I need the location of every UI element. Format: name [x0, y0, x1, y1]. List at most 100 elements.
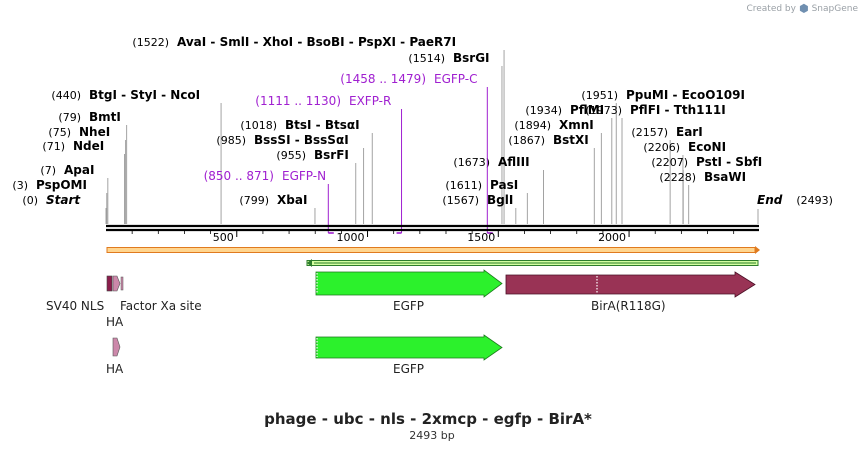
- site-btsi-bts-i[interactable]: (1018)BtsI - BtsαI: [240, 118, 359, 132]
- site-avai-smli-xhoi-bsobi-pspxi-paer7i[interactable]: (1522)AvaI - SmlI - XhoI - BsoBI - PspXI…: [132, 35, 456, 49]
- site-nhei[interactable]: (75) NheI: [48, 125, 110, 139]
- site-position-econi: (2206): [643, 141, 680, 154]
- site-position-avai-smli-xhoi-bsobi-pspxi-paer7i: (1522): [132, 36, 169, 49]
- site-position-nhei: (75): [48, 126, 71, 139]
- site-bsawi[interactable]: (2228) BsaWI: [659, 170, 746, 184]
- primer-egfp-n[interactable]: (850 .. 871)EGFP-N: [204, 169, 334, 234]
- primer-layer: (850 .. 871)EGFP-N(1111 .. 1130)EXFP-R(1…: [204, 72, 493, 234]
- primer-range-egfp-c: (1458 .. 1479): [340, 72, 426, 86]
- site-name-start: Start: [46, 193, 81, 207]
- feature-label-ha-track2: HA: [106, 362, 124, 376]
- site-bmti[interactable]: (79)BmtI: [58, 110, 120, 124]
- feature-factor-xa-site[interactable]: [120, 276, 124, 291]
- site-position-start: (0): [22, 194, 38, 207]
- site-eari[interactable]: (2157) EarI: [631, 125, 702, 139]
- site-bsrgi[interactable]: (1514)BsrGI: [408, 51, 489, 65]
- ruler-tick-label: 500: [213, 231, 234, 244]
- site-name-bsssi-bsss-i: BssSI - BssSαI: [254, 133, 349, 147]
- site-name-ndei: NdeI: [73, 139, 104, 153]
- orf-forward[interactable]: [106, 246, 760, 254]
- primer-name-egfp-c: EGFP-C: [434, 72, 477, 86]
- ruler-tick-label: 2000: [598, 231, 626, 244]
- site-econi[interactable]: (2206) EcoNI: [643, 140, 726, 154]
- feature-label-bira: BirA(R118G): [591, 299, 666, 313]
- feature-ha-track2[interactable]: [112, 337, 121, 357]
- primer-egfp-c[interactable]: (1458 .. 1479) EGFP-C: [340, 72, 493, 234]
- site-bsssi-bsss-i[interactable]: (985)BssSI - BssSαI: [216, 133, 348, 147]
- feature-label-egfp: EGFP: [393, 299, 424, 313]
- site-pflfi-tth111i[interactable]: (1973)PflFI - Tth111I: [585, 103, 725, 117]
- site-xbai[interactable]: (799) XbaI: [239, 193, 307, 207]
- site-position-xmni: (1894): [514, 119, 551, 132]
- site-pspomi[interactable]: (3) PspOMI: [12, 178, 87, 192]
- site-end[interactable]: End(2493): [757, 193, 833, 207]
- site-position-pspomi: (3): [12, 179, 28, 192]
- site-name-bgli: BglI: [487, 193, 513, 207]
- feature-label-sv40-nls: SV40 NLS: [46, 299, 104, 313]
- site-name-eari: EarI: [676, 125, 703, 139]
- site-position-eari: (2157): [631, 126, 668, 139]
- primer-name-egfp-n: EGFP-N: [282, 169, 326, 183]
- site-position-pflfi-tth111i: (1973): [585, 104, 622, 117]
- site-name-econi: EcoNI: [688, 140, 726, 154]
- site-name-nhei: NheI: [79, 125, 110, 139]
- site-xmni[interactable]: (1894) XmnI: [514, 118, 593, 132]
- site-name-bsrfi: BsrFI: [314, 148, 349, 162]
- site-name-bsrgi: BsrGI: [453, 51, 490, 65]
- site-name-pasi: PasI: [490, 178, 518, 192]
- site-position-xbai: (799): [239, 194, 269, 207]
- site-btgi-styi-ncoi[interactable]: (440) BtgI - StyI - NcoI: [51, 88, 200, 102]
- site-position-ndei: (71): [42, 140, 65, 153]
- site-position-pflmi: (1934): [525, 104, 562, 117]
- site-position-pasi: (1611): [445, 179, 482, 192]
- feature-sv40-nls[interactable]: [106, 275, 113, 292]
- site-bgli[interactable]: (1567) BglI: [442, 193, 513, 207]
- site-name-bstxi: BstXI: [553, 133, 589, 147]
- watermark-brand: SnapGene: [811, 3, 858, 14]
- site-lines: [105, 50, 759, 224]
- site-position-end: (2493): [796, 194, 833, 207]
- site-position-bstxi: (1867): [508, 134, 545, 147]
- site-position-psti-sbfi: (2207): [651, 156, 688, 169]
- site-name-pflmi: PflMI: [570, 103, 604, 117]
- site-position-ppumi-ecoo109i: (1951): [581, 89, 618, 102]
- feature-ha[interactable]: [112, 275, 121, 292]
- site-psti-sbfi[interactable]: (2207) PstI - SbfI: [651, 155, 762, 169]
- site-position-bgli: (1567): [442, 194, 479, 207]
- map-title: phage - ubc - nls - 2xmcp - egfp - BirA*: [264, 410, 592, 428]
- feature-egfp[interactable]: [315, 269, 503, 298]
- site-pflmi[interactable]: (1934) PflMI: [525, 103, 604, 117]
- map-length: 2493 bp: [409, 429, 454, 442]
- feature-bira[interactable]: [505, 271, 756, 298]
- site-position-bmti: (79): [58, 111, 81, 124]
- site-name-xmni: XmnI: [559, 118, 594, 132]
- site-name-pspomi: PspOMI: [36, 178, 87, 192]
- ruler-tick-label: 1500: [467, 231, 495, 244]
- site-apai[interactable]: (7)ApaI: [40, 163, 94, 177]
- site-bsrfi[interactable]: (955) BsrFI: [276, 148, 348, 162]
- site-name-afliii: AflIII: [498, 155, 530, 169]
- site-position-btgi-styi-ncoi: (440): [51, 89, 81, 102]
- primer-exfp-r[interactable]: (1111 .. 1130)EXFP-R: [255, 94, 403, 234]
- site-name-bsawi: BsaWI: [704, 170, 746, 184]
- site-position-afliii: (1673): [453, 156, 490, 169]
- feature-label-egfp-track2: EGFP: [393, 362, 424, 376]
- orf-reverse[interactable]: [306, 259, 759, 267]
- site-ppumi-ecoo109i[interactable]: (1951)PpuMI - EcoO109I: [581, 88, 745, 102]
- primer-range-exfp-r: (1111 .. 1130): [255, 94, 341, 108]
- site-position-bsawi: (2228): [659, 171, 696, 184]
- site-ndei[interactable]: (71) NdeI: [42, 139, 104, 153]
- feature-label-ha: HA: [106, 315, 124, 329]
- site-name-psti-sbfi: PstI - SbfI: [696, 155, 762, 169]
- site-position-bsrfi: (955): [276, 149, 306, 162]
- site-name-btgi-styi-ncoi: BtgI - StyI - NcoI: [89, 88, 200, 102]
- site-start[interactable]: (0) Start: [22, 193, 81, 207]
- feature-egfp-track2[interactable]: [315, 334, 503, 361]
- site-pasi[interactable]: (1611) PasI: [445, 178, 518, 192]
- site-name-apai: ApaI: [64, 163, 94, 177]
- site-name-xbai: XbaI: [277, 193, 307, 207]
- site-bstxi[interactable]: (1867) BstXI: [508, 133, 588, 147]
- site-afliii[interactable]: (1673) AflIII: [453, 155, 529, 169]
- snapgene-watermark: Created by ⬢ SnapGene: [746, 2, 858, 15]
